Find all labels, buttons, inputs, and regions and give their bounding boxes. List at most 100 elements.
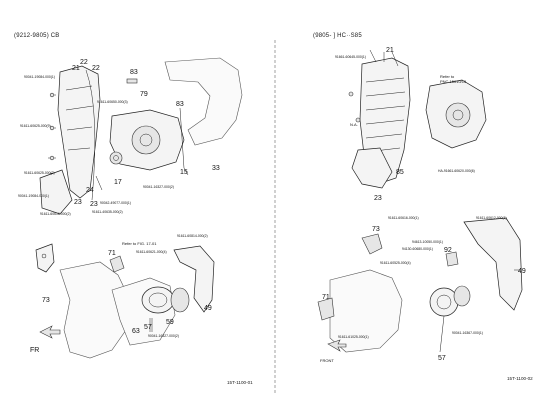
seal-ring-57-right xyxy=(429,287,459,317)
partno-left-1: 90041-19084-000(1) xyxy=(24,75,55,79)
bolt-head-3 xyxy=(49,155,55,161)
partno-right-6: 91611-60525-000(4) xyxy=(380,261,411,265)
partno-left-9: 91611-40635-000(2) xyxy=(92,210,123,214)
callout-left-57: 57 xyxy=(144,324,152,331)
partno-left-7: 90041-16327-000(2) xyxy=(143,185,174,189)
part-92-right xyxy=(445,251,459,267)
callout-left-49: 49 xyxy=(204,305,212,312)
callout-right-23: 23 xyxy=(374,195,382,202)
leader-24 xyxy=(95,175,103,191)
seal-ring-63-inner xyxy=(148,292,168,308)
seal-59 xyxy=(170,287,190,313)
pulley-left xyxy=(109,151,123,165)
front-direction-arrow-right xyxy=(327,339,347,352)
partno-right-2: 91611-60616-000(1) xyxy=(388,216,419,220)
bolt-right-1 xyxy=(348,91,354,97)
partno-left-10: 91611-60814-000(2) xyxy=(177,234,208,238)
bracket-73-right xyxy=(361,233,383,255)
callout-right-49: 49 xyxy=(518,268,526,275)
callout-left-23b: 23 xyxy=(90,201,98,208)
engine-block-outline-upper-left xyxy=(164,57,243,146)
bolt-right-2 xyxy=(355,117,361,123)
partno-left-12: 90041-16327-000(2) xyxy=(148,334,179,338)
bracket-73-hole xyxy=(41,253,47,259)
clip-83-left xyxy=(126,78,138,84)
callout-right-85: 85 xyxy=(396,169,404,176)
back-plate-49-left xyxy=(173,245,215,313)
callout-left-21: 21 xyxy=(72,65,80,72)
callout-left-79: 79 xyxy=(140,91,148,98)
engine-block-outline-lower-right xyxy=(329,269,403,353)
partno-left-3: 91611-60625-000(9) xyxy=(20,124,51,128)
callout-left-83a: 83 xyxy=(130,69,138,76)
partno-right-3: 91611-60612-000(1) xyxy=(476,216,507,220)
cover-ribs-right xyxy=(365,77,406,153)
bolt-head-2 xyxy=(49,125,55,131)
gasket-strip-left xyxy=(85,69,96,201)
partno-left-4: 91611-60625-000(2) xyxy=(24,171,55,175)
callout-right-57: 57 xyxy=(438,355,446,362)
note-na-right: N.A. xyxy=(350,122,358,127)
part-71-left xyxy=(109,255,125,273)
pin-57-left xyxy=(149,318,153,332)
partno-right-5: 94130-60680-000(1) xyxy=(402,247,433,251)
seal-right-59 xyxy=(453,285,471,307)
partno-right-7: 91611-61025-000(1) xyxy=(338,335,369,339)
leaders-21-right xyxy=(369,49,399,67)
callout-left-24: 24 xyxy=(86,187,94,194)
callout-right-71: 71 xyxy=(322,294,330,301)
left-panel-header: (9212-9805) CB xyxy=(14,33,60,39)
partno-left-5: 90041-19084-000(1) xyxy=(18,194,49,198)
note-refer-to-right: Refer to xyxy=(440,74,455,79)
partno-right-8: 90041-16367-000(1) xyxy=(452,331,483,335)
back-plate-49-right xyxy=(463,217,523,311)
pump-rotor-right xyxy=(445,102,471,128)
pump-hub-right xyxy=(452,109,464,121)
callout-left-17: 17 xyxy=(114,179,122,186)
callout-left-59: 59 xyxy=(166,319,174,326)
pump-hub-left xyxy=(139,133,153,147)
leader-57-right xyxy=(439,315,445,353)
seal-ring-57-inner xyxy=(436,294,452,310)
callout-left-73: 73 xyxy=(42,297,50,304)
direction-label-left: FR xyxy=(30,347,39,354)
pulley-hub-left xyxy=(113,155,119,161)
bracket-71-right xyxy=(317,297,335,321)
callout-left-63: 63 xyxy=(132,328,140,335)
cover-ribs-left xyxy=(65,85,94,151)
partno-right-4: 94613-10050-000(1) xyxy=(412,240,443,244)
front-direction-arrow-left xyxy=(39,325,61,339)
seal-ring-63 xyxy=(141,286,175,314)
callout-right-21: 21 xyxy=(386,47,394,54)
pump-rotor-left xyxy=(131,125,161,155)
callout-left-22b: 22 xyxy=(92,65,100,72)
dipstick-rod-left xyxy=(179,107,189,176)
callout-right-73: 73 xyxy=(372,226,380,233)
direction-label-right: FRONT xyxy=(320,358,334,363)
note-pnc-right: PNC 15010/15 xyxy=(440,79,467,84)
callout-left-33: 33 xyxy=(212,165,220,172)
engine-block-outline-lower-left xyxy=(59,261,131,359)
partno-left-8: 90042-49077-000(1) xyxy=(100,201,131,205)
note-ha-right: HA-91661-60620-000(6) xyxy=(438,169,475,173)
callout-left-71: 71 xyxy=(108,250,116,257)
right-panel-header: (9805- ] HC··S85 xyxy=(313,33,362,39)
callout-left-22a: 22 xyxy=(80,59,88,66)
bolt-head-1 xyxy=(49,92,55,98)
partno-left-2: 91611-60650-000(3) xyxy=(97,100,128,104)
callout-right-92: 92 xyxy=(444,247,452,254)
partno-left-11: 91611-60621-000(4) xyxy=(136,250,167,254)
cover-lower-85-right xyxy=(351,147,393,189)
partno-right-1: 91661-60645-000(1) xyxy=(335,55,366,59)
note-refer-fig-left: Refer to FIG. 17-01 xyxy=(122,241,157,246)
partno-left-6: 91611-60616-000(2) xyxy=(40,212,71,216)
left-panel-footer: 15T-1100-01 xyxy=(227,380,253,385)
callout-left-15: 15 xyxy=(180,169,188,176)
timing-belt-cover-upper-left xyxy=(57,65,101,199)
timing-cover-lower-left xyxy=(39,169,73,215)
right-panel-footer: 15T-1100-02 xyxy=(507,376,533,381)
callout-left-83b: 83 xyxy=(176,101,184,108)
callout-left-23a: 23 xyxy=(74,199,82,206)
